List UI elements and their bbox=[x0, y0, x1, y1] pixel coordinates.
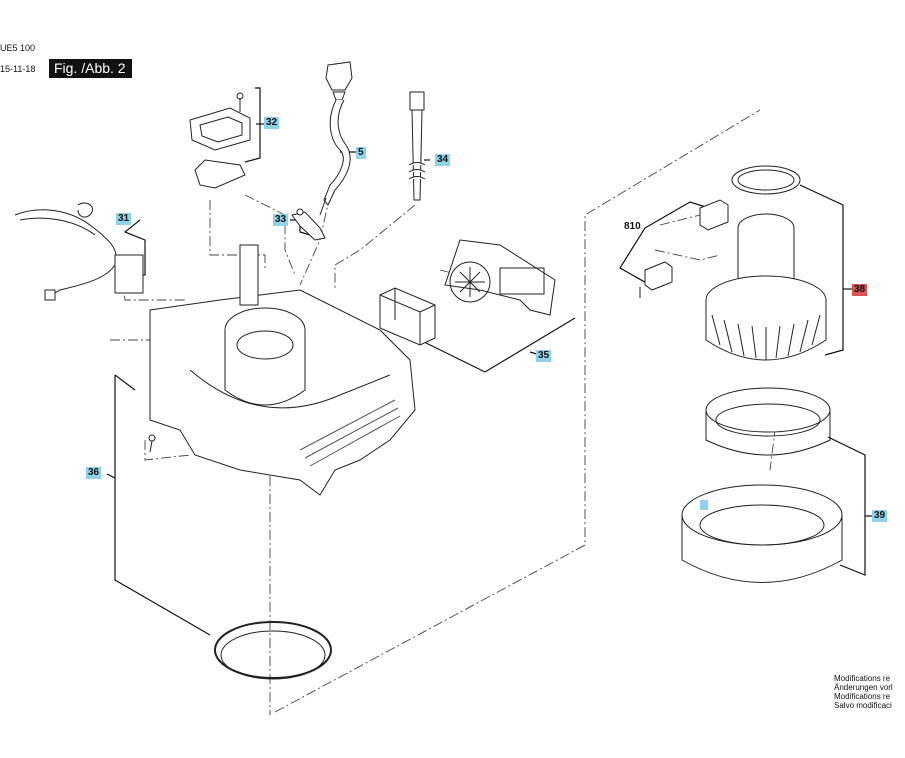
note-line-4: Salvo modificaci bbox=[834, 701, 892, 710]
callout-38: 38 bbox=[852, 284, 868, 296]
note-line-1: Modifications re bbox=[834, 674, 891, 683]
callout-34: 34 bbox=[435, 154, 451, 166]
part-float-pin bbox=[408, 91, 426, 201]
callout-31: 31 bbox=[116, 213, 132, 225]
part-clip bbox=[291, 208, 326, 241]
callout-36: 36 bbox=[86, 467, 102, 479]
callout-810: 810 bbox=[624, 221, 641, 232]
part-cover-plate bbox=[189, 92, 251, 189]
part-seal-ring bbox=[214, 621, 332, 680]
part-wiring bbox=[14, 202, 144, 301]
part-screw bbox=[148, 434, 156, 453]
part-probe bbox=[319, 61, 353, 216]
part-rings bbox=[681, 387, 843, 583]
callout-39: 39 bbox=[872, 510, 888, 522]
note-line-3: Modifications re bbox=[834, 692, 891, 701]
part-housing bbox=[149, 244, 416, 496]
callout-5: 5 bbox=[356, 147, 366, 159]
revision-date: 15-11-18 bbox=[0, 64, 36, 74]
callout-35: 35 bbox=[536, 350, 552, 362]
modification-notes: Modifications re Änderungen vorl Modific… bbox=[834, 674, 905, 710]
callout-32: 32 bbox=[264, 117, 280, 129]
bracket-lines bbox=[106, 87, 872, 636]
figure-label: Fig. /Abb. 2 bbox=[49, 59, 132, 78]
part-filter-panel bbox=[379, 239, 556, 346]
callout-33: 33 bbox=[273, 214, 289, 226]
model-number: UE5 100 bbox=[0, 43, 36, 53]
part-brushes bbox=[639, 199, 729, 298]
note-line-2: Änderungen vorl bbox=[834, 683, 893, 692]
part-motor bbox=[705, 165, 827, 361]
